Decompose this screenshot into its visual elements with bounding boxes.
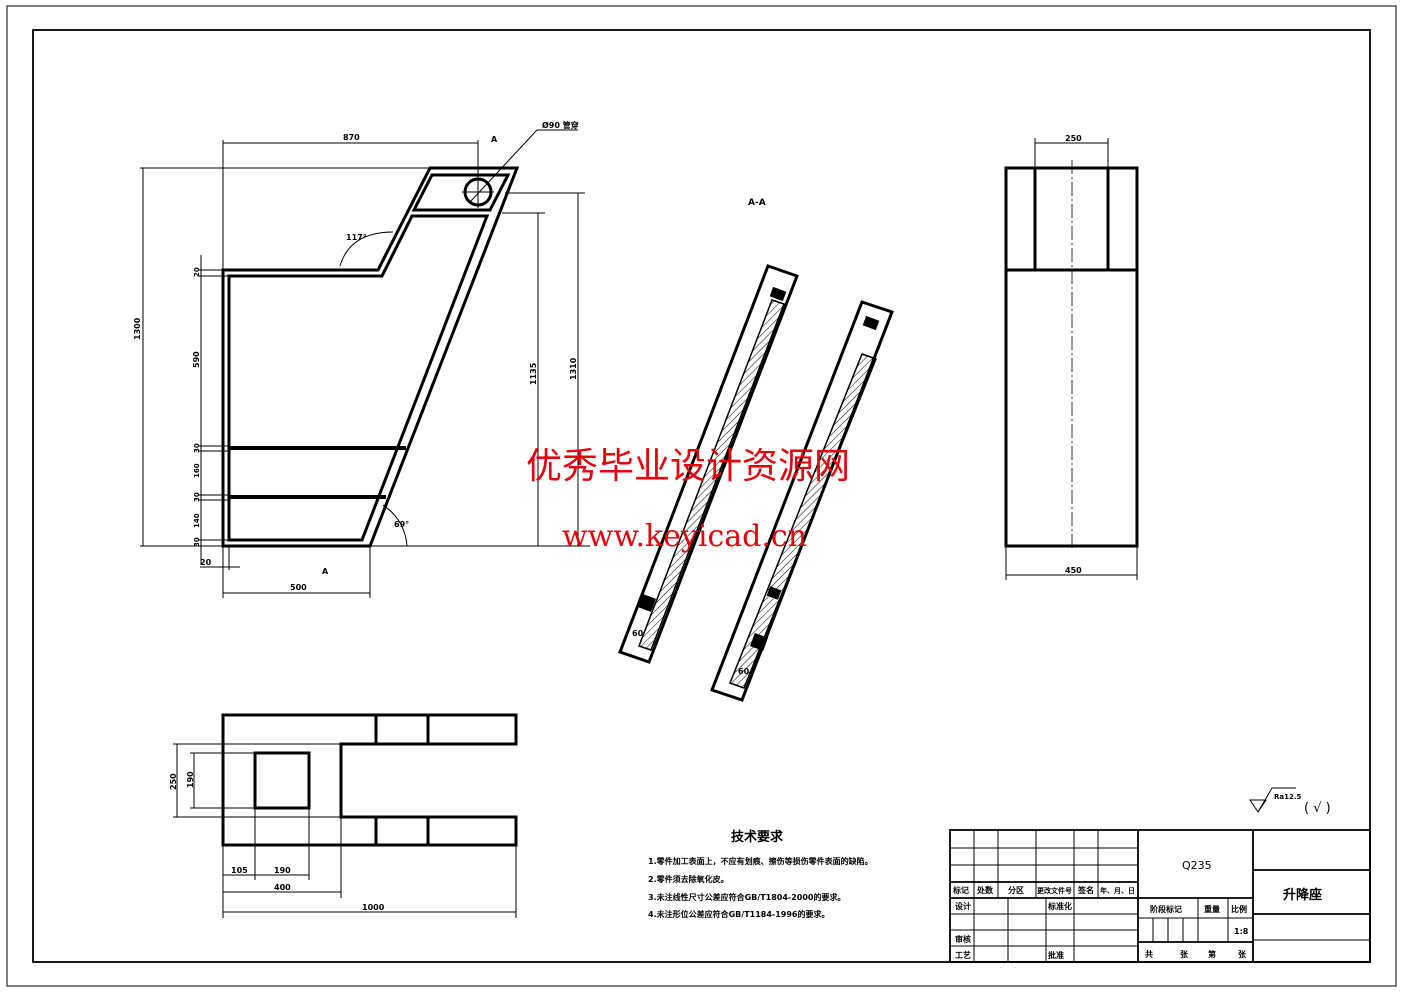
plan-dim-105: 105 [231,866,248,875]
dim-1300: 1300 [133,317,142,340]
material: Q235 [1182,859,1212,872]
watermark-url: www.keyicad.cn [562,519,807,554]
dim-1310: 1310 [569,357,578,380]
section-mark-bottom: A [322,567,329,576]
header-signature: 签名 [1077,885,1094,895]
section-view-a-a: A-A 60 60 [618,198,894,702]
section-title: A-A [748,198,766,208]
dim-140: 140 [193,513,201,528]
front-view: Ø90 管穿 870 A 1300 1135 1310 20 590 30 16… [133,120,590,598]
label-design: 设计 [955,901,971,911]
header-zone: 分区 [1008,885,1024,895]
title-block: 标记 处数 分区 更改文件号 签名 年、月、日 设计 标准化 审核 工艺 批准 … [949,829,1371,963]
scale-value: 1:8 [1234,927,1249,936]
side-view: 250 450 [1004,134,1139,580]
label-stage-mark: 阶段标记 [1150,904,1182,914]
part-name: 升降座 [1283,887,1322,903]
header-mark: 标记 [952,885,969,895]
roughness-icon [1249,787,1296,813]
dim-160: 160 [193,463,201,478]
front-outer-outline [221,166,520,548]
front-inner-outline [227,214,490,542]
dim-870: 870 [343,133,360,142]
section-bar-left: 60 [618,264,799,664]
sheets-unit-2: 张 [1238,950,1247,959]
dim-30-c: 30 [193,537,201,547]
side-dim-250: 250 [1065,134,1082,143]
tech-requirements: 技术要求 1.零件加工表面上，不应有划痕、擦伤等损伤零件表面的缺陷。 2.零件须… [648,829,873,919]
plan-dim-400: 400 [274,883,291,892]
label-review: 审核 [955,934,971,944]
header-change-doc: 更改文件号 [1037,886,1072,895]
section-bar-right: 60 [710,300,894,702]
dim-20-top: 20 [193,267,201,277]
dim-1135: 1135 [529,362,538,385]
angle-117: 117° [346,233,367,242]
section-dim-right: 60 [738,667,750,676]
label-standardization: 标准化 [1047,901,1072,911]
outer-border [6,5,1397,987]
side-dim-450: 450 [1065,566,1082,575]
dim-20-left: 20 [200,558,212,567]
dim-500: 500 [290,583,307,592]
roughness-other: ( √ ) [1304,801,1331,816]
dim-30-a: 30 [193,443,201,453]
frame-border [32,29,1371,963]
section-mark-top: A [491,135,498,144]
plan-dim-1000: 1000 [362,903,385,912]
dim-590: 590 [192,351,201,368]
plan-dim-190-v: 190 [186,771,195,788]
plan-dim-190-h: 190 [274,866,291,875]
tech-title: 技术要求 [731,829,784,845]
sheets-unit-1: 张 [1180,950,1189,959]
tech-item: 4.未注形位公差应符合GB/T1184-1996的要求。 [648,909,830,919]
plan-dim-250: 250 [169,773,178,790]
header-count: 处数 [976,885,994,895]
dim-30-b: 30 [193,492,201,502]
pipe-box [411,173,511,212]
label-scale: 比例 [1231,904,1247,914]
plan-view: 250 190 105 190 400 1000 [169,713,518,918]
watermark-title: 优秀毕业设计资源网 [526,446,850,487]
tech-item: 1.零件加工表面上，不应有划痕、擦伤等损伤零件表面的缺陷。 [648,856,873,866]
label-weight: 重量 [1204,904,1220,914]
tech-item: 2.零件须去除氧化皮。 [648,874,729,884]
sheet-number-label: 第 [1208,949,1216,959]
section-dim-left: 60 [632,629,644,638]
pipe-note: Ø90 管穿 [542,120,579,130]
label-approve: 批准 [1048,950,1064,960]
roughness-value: Ra12.5 [1274,793,1302,801]
header-date: 年、月、日 [1100,886,1135,895]
label-process: 工艺 [955,950,971,960]
tech-item: 3.未注线性尺寸公差应符合GB/T1804-2000的要求。 [648,892,846,902]
sheets-total-label: 共 [1145,949,1153,959]
angle-69: 69° [394,520,409,529]
roughness-symbol: Ra12.5 ( √ ) [1249,787,1331,816]
